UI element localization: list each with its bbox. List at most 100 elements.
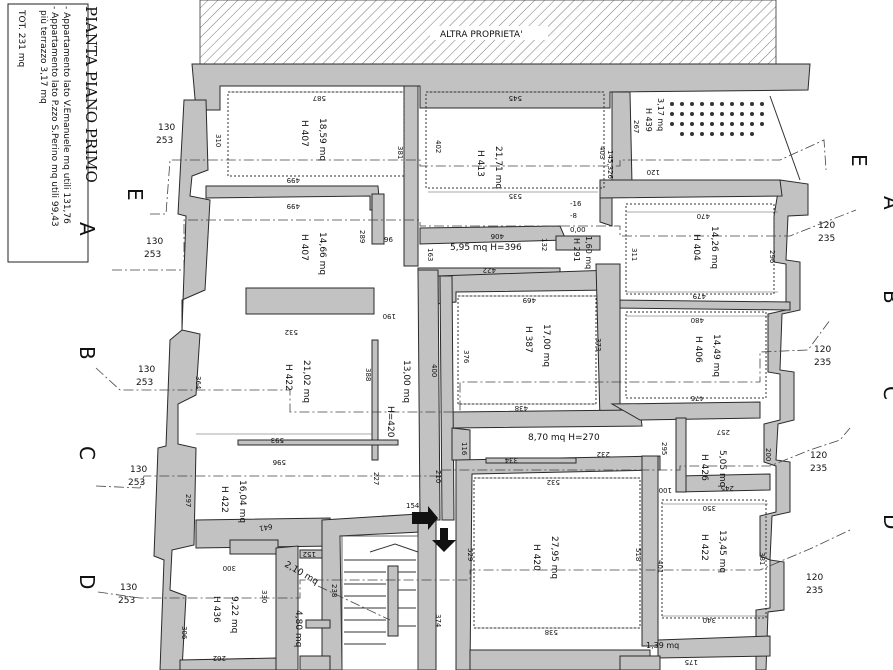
room-13-height: H 420 (531, 544, 541, 571)
svg-text:518: 518 (634, 548, 642, 561)
svg-text:154: 154 (406, 502, 420, 510)
entrance-arrows (412, 506, 456, 552)
svg-text:130: 130 (146, 237, 163, 247)
room-20-area: 1,60 mq (584, 236, 593, 269)
svg-text:295: 295 (660, 442, 668, 455)
svg-text:401: 401 (656, 560, 664, 573)
svg-text:381: 381 (396, 146, 404, 159)
section-c-left: C (75, 446, 99, 460)
svg-text:469: 469 (523, 296, 536, 304)
svg-text:532: 532 (285, 328, 298, 336)
svg-text:593: 593 (271, 436, 284, 444)
svg-text:400: 400 (430, 364, 438, 377)
room-1-height: H 407 (299, 120, 309, 147)
svg-text:232: 232 (597, 450, 610, 458)
svg-text:422: 422 (483, 266, 496, 274)
section-lines (95, 139, 857, 599)
svg-text:120: 120 (647, 168, 660, 176)
room-15-area: 9,22 mq (229, 596, 239, 633)
svg-text:340: 340 (703, 616, 716, 624)
svg-text:587: 587 (313, 94, 326, 102)
room-2-area: 21,71 mq (493, 146, 503, 189)
room-3-area: 14,66 mq (317, 232, 327, 275)
svg-text:253: 253 (144, 250, 161, 260)
room-18-area: 1,39 mq (646, 641, 679, 650)
room-1-area: 18,59 mq (317, 118, 327, 161)
legend-line-3: più terrazzo 3,17 mq (38, 10, 48, 104)
svg-text:403: 403 (598, 146, 606, 159)
svg-text:376: 376 (462, 350, 470, 364)
svg-text:190: 190 (383, 312, 396, 320)
room-4-area: 5,95 mq H=396 (450, 243, 522, 253)
svg-text:641: 641 (258, 522, 273, 532)
room-11-area: 5,05 mq (717, 450, 727, 487)
section-d-left: D (75, 574, 99, 589)
room-7-area: 14,49 mq (711, 334, 721, 377)
section-b-right: B (879, 290, 893, 304)
svg-text:262: 262 (213, 654, 226, 662)
svg-text:470: 470 (697, 212, 710, 220)
room-14-height: H 422 (699, 534, 709, 561)
svg-text:130: 130 (120, 583, 137, 593)
svg-text:364: 364 (194, 376, 202, 390)
svg-text:253: 253 (156, 136, 173, 146)
room-5-height: H 404 (691, 234, 701, 261)
svg-text:200: 200 (764, 448, 772, 461)
svg-text:152: 152 (303, 550, 316, 558)
svg-text:145,326: 145,326 (606, 150, 614, 179)
svg-text:535: 535 (509, 192, 522, 200)
room-6-height: H 387 (523, 326, 533, 353)
svg-text:480: 480 (691, 316, 704, 324)
room-8-area: 21,02 mq (301, 360, 311, 403)
svg-text:116: 116 (460, 442, 468, 456)
svg-text:130: 130 (158, 123, 175, 133)
svg-text:388: 388 (364, 368, 372, 381)
terrace-area: 3,17 mq (656, 98, 665, 131)
svg-text:0,00: 0,00 (570, 226, 586, 234)
svg-text:210: 210 (434, 470, 442, 483)
svg-text:438: 438 (515, 404, 528, 412)
room-3-height: H 407 (299, 234, 309, 261)
svg-text:330: 330 (260, 590, 268, 603)
svg-text:289: 289 (358, 230, 366, 243)
room-14-area: 13,45 mq (717, 530, 727, 573)
window-marks-right: 120 235 120 235 120 235 120 235 (806, 221, 835, 596)
room-7-height: H 406 (693, 336, 703, 363)
svg-text:374: 374 (434, 614, 442, 628)
svg-text:227: 227 (372, 472, 380, 485)
svg-text:96: 96 (384, 236, 393, 244)
section-d-right: D (879, 514, 893, 529)
svg-text:381: 381 (758, 552, 766, 565)
svg-text:235: 235 (810, 464, 827, 474)
room-11-height: H 426 (699, 454, 709, 481)
svg-text:120: 120 (818, 221, 835, 231)
plan-title: PIANTA PIANO PRIMO (82, 6, 100, 183)
room-12-height: H 422 (219, 486, 229, 513)
svg-text:310: 310 (214, 134, 222, 147)
room-16-area: 4,80 mq (293, 610, 303, 647)
room-9-height: H=420 (385, 406, 395, 438)
legend-line-4: TOT. 231 mq (16, 9, 26, 67)
svg-text:120: 120 (810, 451, 827, 461)
room-2-height: H 413 (475, 150, 485, 177)
terrace-pattern (670, 102, 764, 136)
neighbour-label: ALTRA PROPRIETA' (440, 30, 523, 40)
section-c-right: C (879, 386, 893, 400)
svg-text:406: 406 (490, 232, 504, 240)
svg-text:476: 476 (690, 394, 704, 402)
svg-text:163: 163 (426, 248, 434, 261)
svg-text:132: 132 (540, 238, 548, 251)
dimensions: 587 545 310 381 402 403 535 499 499 289 … (180, 91, 778, 666)
svg-text:297: 297 (184, 494, 192, 507)
room-9-area: 13,00 mq (401, 360, 411, 403)
terrace-height: H 439 (644, 108, 653, 132)
svg-text:596: 596 (272, 458, 286, 466)
svg-text:306: 306 (180, 626, 188, 640)
svg-text:235: 235 (818, 234, 835, 244)
svg-text:245: 245 (721, 484, 734, 492)
svg-text:267: 267 (632, 120, 640, 133)
svg-text:253: 253 (118, 596, 135, 606)
section-a-left: A (75, 222, 99, 236)
